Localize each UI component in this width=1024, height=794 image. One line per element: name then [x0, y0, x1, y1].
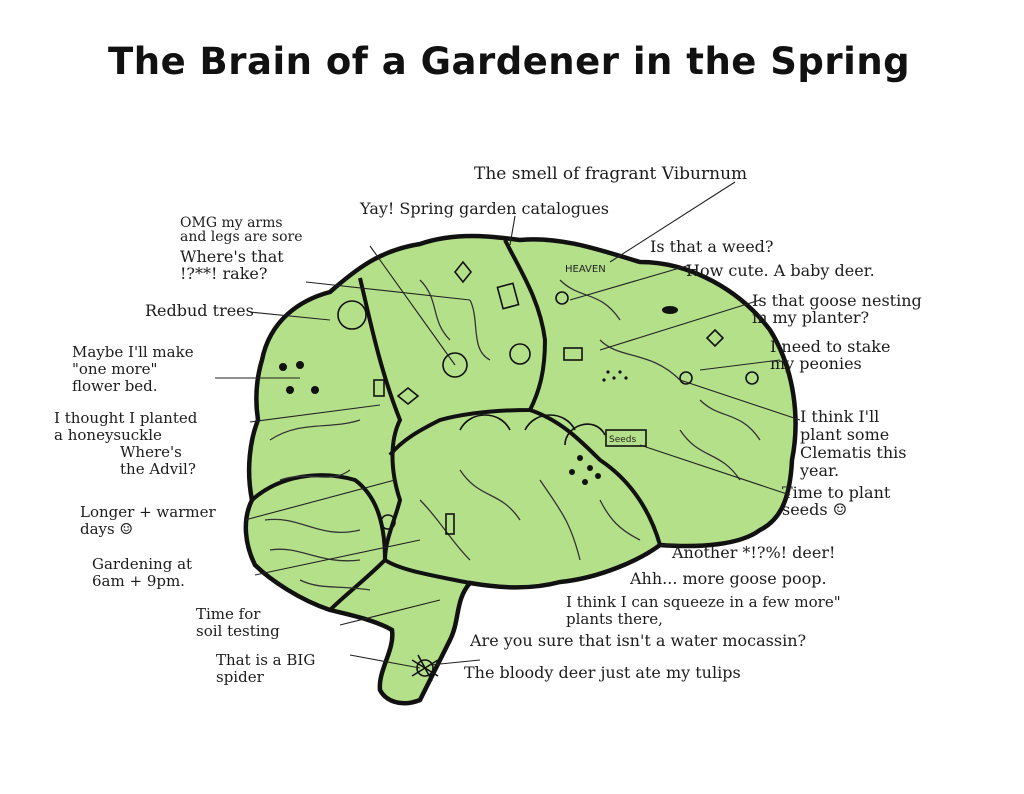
- bush-sketch-2: [524, 414, 576, 431]
- catalogue-sketch: [496, 282, 520, 310]
- label-redbud: Redbud trees: [145, 301, 254, 320]
- label-clematis: I think I'll plant some Clematis this ye…: [800, 407, 907, 480]
- brain-outline: [243, 233, 798, 706]
- jar-sketch: [373, 379, 385, 397]
- spider-legs-sketch: [411, 654, 439, 682]
- label-moccasin: Are you sure that isn't a water mocassin…: [470, 631, 807, 650]
- heaven-label: HEAVEN: [565, 264, 606, 275]
- label-baby-deer: How cute. A baby deer.: [686, 261, 875, 280]
- label-advil: Where's the Advil?: [120, 443, 196, 478]
- flower-sketch-2: [396, 386, 420, 406]
- label-plant-seeds: Time to plant seeds ☺: [782, 483, 891, 519]
- label-catalogues: Yay! Spring garden catalogues: [360, 199, 609, 218]
- peony-sketch-2: [745, 371, 759, 385]
- label-another-deer: Another *!?%! deer!: [672, 543, 836, 562]
- sun-sketch: [555, 291, 569, 305]
- tree-sketch: [564, 423, 606, 446]
- label-soil: Time for soil testing: [196, 605, 280, 640]
- seeds-packet-sketch: [605, 429, 647, 447]
- label-goose-poop: Ahh... more goose poop.: [630, 569, 827, 588]
- seeds-label: Seeds: [609, 435, 637, 445]
- label-spider: That is a BIG spider: [216, 651, 316, 686]
- jar-sketch-2: [445, 513, 455, 535]
- lobe-line-1: [358, 277, 403, 561]
- label-viburnum: The smell of fragrant Viburnum: [474, 164, 748, 184]
- label-arms-sore: OMG my arms and legs are sore: [180, 215, 303, 245]
- planter-sketch: [563, 347, 583, 361]
- flower-sketch-1: [453, 260, 473, 284]
- smiley-sketch: [380, 514, 396, 530]
- label-rake: Where's that !?**! rake?: [180, 247, 284, 283]
- goose-eye-sketch: [442, 352, 468, 378]
- label-flower-bed: Maybe I'll make "one more" flower bed.: [72, 343, 194, 395]
- label-longer-days: Longer + warmer days ☺: [80, 503, 216, 538]
- peony-sketch-1: [679, 371, 693, 385]
- eye-sketch: [509, 343, 531, 365]
- label-goose-nesting: Is that goose nesting in my planter?: [752, 291, 922, 327]
- label-gardening-hours: Gardening at 6am + 9pm.: [92, 555, 193, 590]
- page-title: The Brain of a Gardener in the Spring: [108, 40, 911, 83]
- redbud-tree-sketch: [337, 300, 367, 330]
- lobe-line-3: [529, 408, 662, 546]
- label-squeeze: I think I can squeeze in a few more" pla…: [566, 593, 841, 628]
- label-stake-peonies: I need to stake my peonies: [770, 337, 891, 373]
- lobe-line-5: [328, 558, 387, 612]
- flower-sketch-3: [705, 328, 725, 348]
- label-tulips: The bloody deer just ate my tulips: [464, 663, 741, 682]
- bush-sketch: [459, 414, 511, 431]
- label-honeysuckle: I thought I planted a honeysuckle: [54, 409, 198, 444]
- label-weed: Is that a weed?: [650, 237, 774, 256]
- lobe-line-4: [250, 473, 471, 585]
